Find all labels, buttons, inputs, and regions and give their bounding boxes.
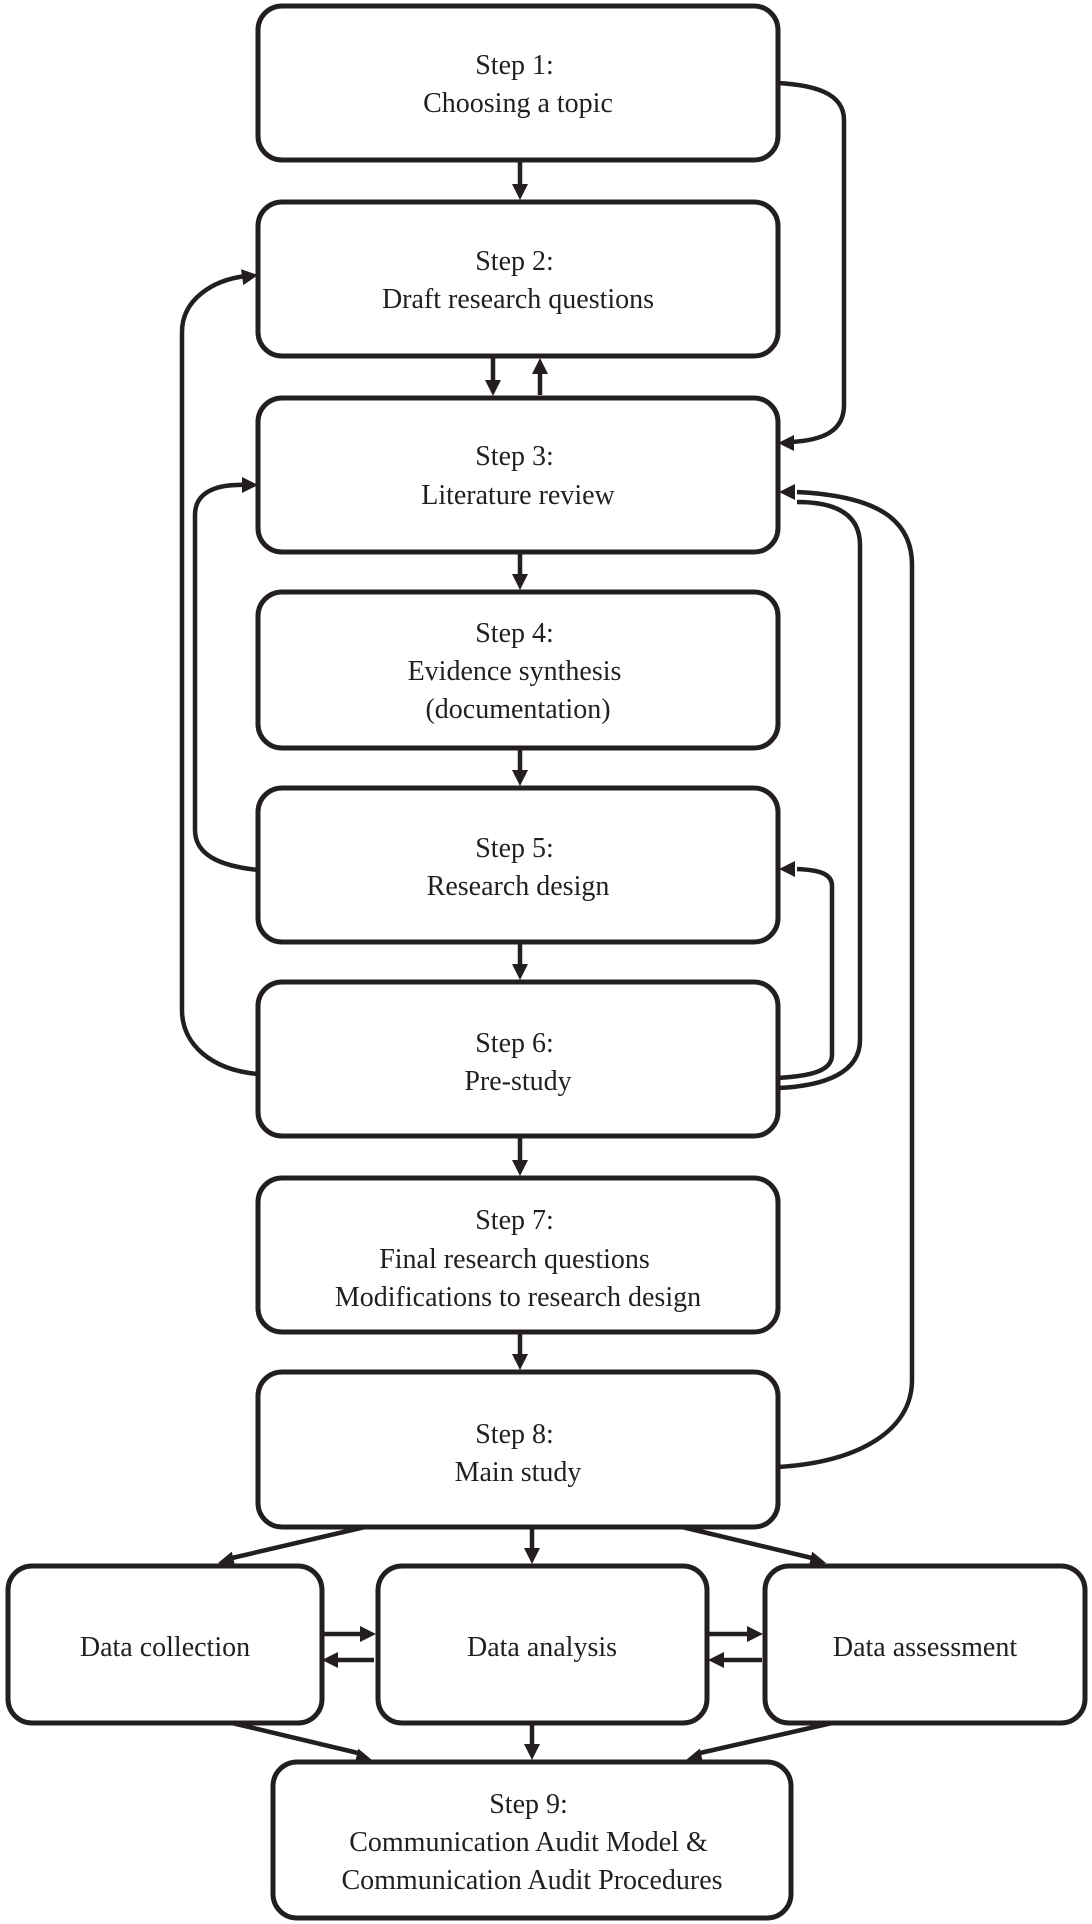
loop-s1-to-s3 — [777, 80, 847, 445]
step-9-box — [270, 1759, 794, 1921]
loop-s6-to-s2 — [179, 273, 259, 1077]
arrow-assessment-to-s9 — [699, 1720, 833, 1756]
step-8-label: Step 8: Main study — [455, 1419, 582, 1488]
arrow-s8-to-assessment — [681, 1524, 813, 1561]
step-2-box — [255, 199, 781, 359]
loop-s6-to-s3 — [777, 499, 863, 1091]
step-2-label: Step 2: Draft research questions — [382, 246, 654, 315]
data-assessment-label: Data assessment — [833, 1632, 1018, 1663]
arrowhead-s7-to-s8 — [512, 1354, 528, 1370]
arrowhead-s6-to-s5 — [779, 861, 795, 877]
data-collection-label: Data collection — [80, 1632, 250, 1663]
arrow-s8-to-collection — [231, 1524, 366, 1561]
arrowhead-assessment-to-s9 — [686, 1748, 704, 1765]
step-9-label: Step 9: Communication Audit Model & Comm… — [341, 1789, 722, 1896]
arrowhead-s8-to-assessment — [808, 1551, 826, 1568]
arrowhead-s2-to-s3 — [485, 380, 501, 396]
step-3-box — [255, 395, 781, 555]
arrow-collection-to-s9 — [231, 1720, 359, 1756]
arrowhead-s6-to-s2 — [241, 269, 258, 286]
arrowhead-analysis-to-assessment — [747, 1626, 763, 1642]
step-6-box — [255, 979, 781, 1139]
data-analysis-label: Data analysis — [467, 1632, 617, 1663]
step-5-label: Step 5: Research design — [427, 833, 610, 902]
arrowhead-s1-to-s2 — [512, 184, 528, 200]
loop-s5-to-s3 — [192, 482, 259, 873]
step-1-label: Step 1: Choosing a topic — [423, 50, 613, 119]
arrowhead-analysis-to-collection — [322, 1652, 338, 1668]
step-4-label: Step 4: Evidence synthesis (documentatio… — [408, 618, 629, 725]
arrowhead-s8-to-collection — [218, 1551, 236, 1568]
arrowhead-s5-to-s6 — [512, 964, 528, 980]
loop-s8-to-s3 — [777, 489, 915, 1470]
step-6-label: Step 6: Pre-study — [464, 1028, 571, 1097]
arrowhead-assessment-to-analysis — [708, 1652, 724, 1668]
arrowhead-s3-to-s2 — [532, 358, 548, 374]
data-collection-box — [5, 1563, 325, 1726]
step-5-box — [255, 785, 781, 945]
arrowhead-s3-to-s4 — [512, 574, 528, 590]
arrowhead-s8-to-s3 — [779, 484, 795, 500]
arrowhead-s4-to-s5 — [512, 770, 528, 786]
arrowhead-collection-to-s9 — [354, 1748, 372, 1765]
arrowhead-s1-to-s3 — [778, 435, 794, 451]
connectors — [179, 80, 915, 1756]
arrowhead-collection-to-analysis — [360, 1626, 376, 1642]
step-8-box — [255, 1369, 781, 1530]
arrowhead-s5-to-s3 — [242, 477, 258, 493]
step-7-box — [255, 1175, 781, 1335]
data-analysis-box — [375, 1563, 710, 1726]
step-1-box — [255, 3, 781, 163]
step-7-label: Step 7: Final research questions Modific… — [335, 1205, 701, 1313]
step-3-label: Step 3: Literature review — [421, 441, 615, 511]
arrowhead-analysis-to-s9 — [524, 1744, 540, 1760]
boxes — [5, 3, 1088, 1921]
step-4-box — [255, 589, 781, 751]
arrowhead-s6-to-s7 — [512, 1160, 528, 1176]
data-assessment-box — [762, 1563, 1088, 1726]
loop-s6-to-s5 — [777, 866, 835, 1081]
labels: Step 1: Choosing a topic Step 2: Draft r… — [80, 50, 1017, 1896]
arrowhead-s8-to-analysis — [524, 1548, 540, 1564]
arrowheads — [218, 184, 826, 1765]
